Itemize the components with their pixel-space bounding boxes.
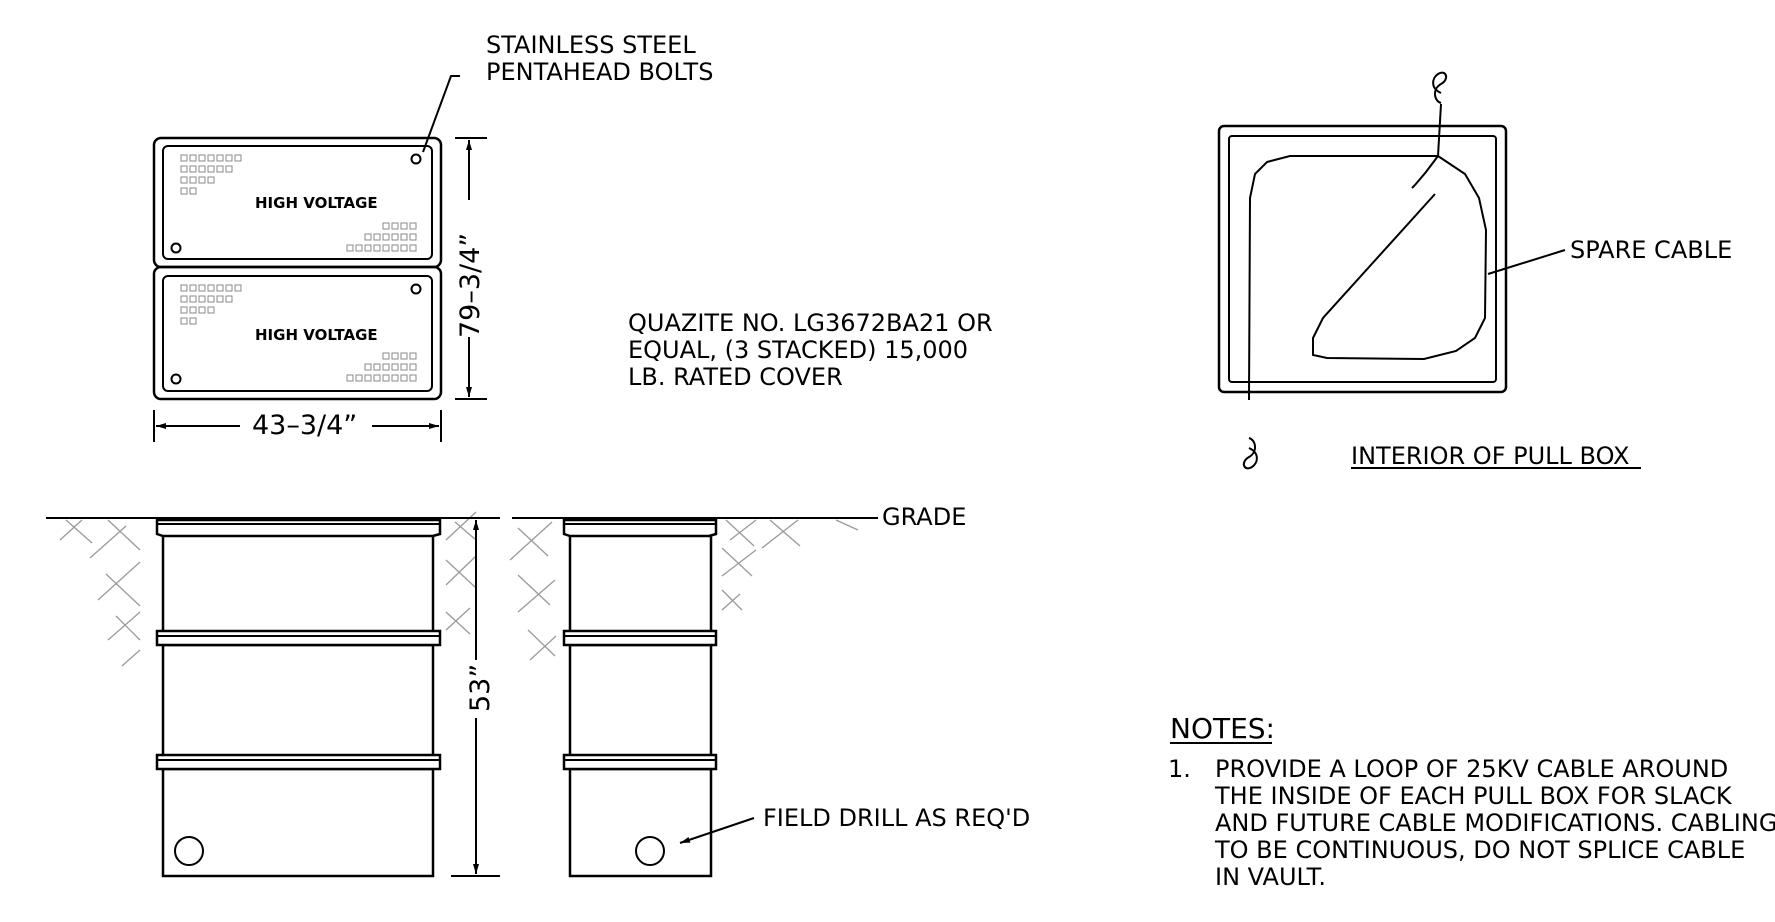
cable-entry-top — [1437, 103, 1442, 157]
spare-cable-leader — [1487, 249, 1566, 275]
cover-bottom-inner — [162, 275, 433, 392]
dimension-height-label: 79–3/4” — [455, 233, 486, 338]
cover-label-top: HIGH VOLTAGE — [255, 194, 378, 212]
spare-cable-label: SPARE CABLE — [1570, 236, 1732, 264]
drill-hole-icon — [635, 836, 665, 866]
cable-break-icon — [1432, 71, 1448, 104]
note-line: TO BE CONTINUOUS, DO NOT SPLICE CABLE — [1214, 836, 1745, 864]
field-drill-leader — [679, 817, 755, 844]
spare-cable-loop — [1248, 155, 1488, 401]
bolts-label-line2: PENTAHEAD BOLTS — [486, 58, 713, 86]
dimension-width-label: 43–3/4” — [252, 410, 357, 441]
bolts-label-line1: STAINLESS STEEL — [486, 31, 696, 59]
elevation-long-side — [155, 518, 442, 878]
elevation-short-side — [562, 518, 718, 878]
spare-cable-loop — [1411, 155, 1439, 189]
cover-label-bottom: HIGH VOLTAGE — [255, 326, 378, 344]
dimension-height — [455, 137, 487, 400]
quazite-line2: EQUAL, (3 STACKED) 15,000 — [628, 336, 968, 364]
notes-title: NOTES: — [1170, 712, 1275, 745]
quazite-line1: QUAZITE NO. LG3672BA21 OR — [628, 309, 993, 337]
field-drill-label: FIELD DRILL AS REQ'D — [763, 804, 1030, 832]
note-number: 1. — [1168, 755, 1191, 783]
quazite-line3: LB. RATED COVER — [628, 363, 843, 391]
dimension-depth — [451, 517, 500, 877]
cover-plan-view — [152, 136, 443, 401]
pull-box-interior-plan — [1217, 103, 1508, 401]
bolt-icon — [410, 153, 422, 165]
drill-hole-icon — [174, 836, 204, 866]
grade-label: GRADE — [882, 503, 966, 531]
note-line: THE INSIDE OF EACH PULL BOX FOR SLACK — [1214, 782, 1733, 810]
dimension-width — [153, 410, 442, 442]
bolt-icon — [170, 373, 182, 385]
bolts-leader — [422, 75, 460, 153]
bolt-icon — [410, 283, 422, 295]
cover-top-inner — [162, 145, 433, 260]
box-inner-wall — [1228, 135, 1497, 383]
box-outer-wall — [1217, 124, 1508, 394]
note-line: PROVIDE A LOOP OF 25KV CABLE AROUND — [1215, 755, 1728, 783]
bolt-icon — [170, 242, 182, 254]
cable-break-icon — [1242, 437, 1258, 470]
note-line: IN VAULT. — [1215, 863, 1326, 891]
dimension-depth-label: 53” — [465, 664, 496, 712]
cover-texture-pattern — [180, 154, 417, 382]
soil-hatch — [59, 511, 859, 667]
interior-title: INTERIOR OF PULL BOX — [1351, 442, 1629, 470]
note-line: AND FUTURE CABLE MODIFICATIONS. CABLING — [1215, 809, 1775, 837]
cover-bottom-outer — [152, 265, 443, 401]
